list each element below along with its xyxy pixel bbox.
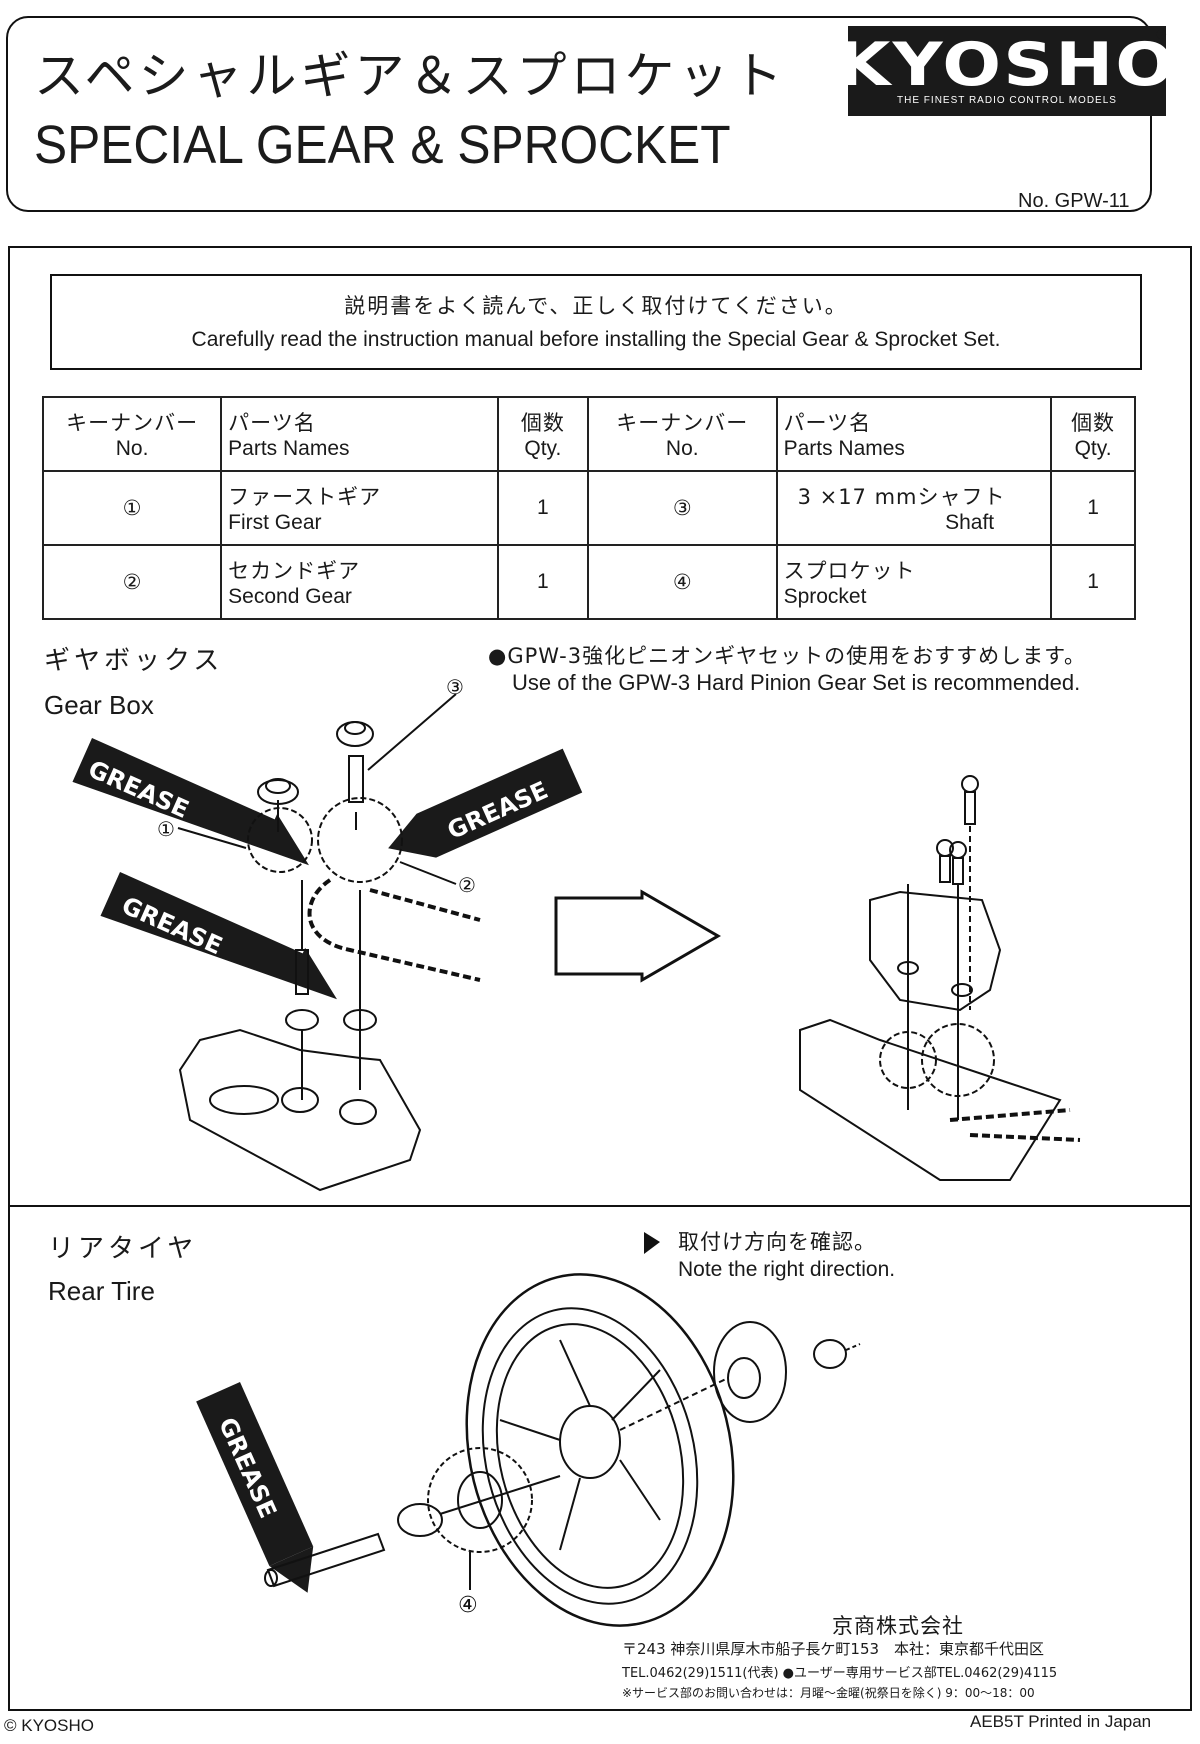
gearbox-cover <box>869 890 1002 1012</box>
axle <box>266 1532 386 1588</box>
bushing <box>397 1503 443 1537</box>
grease-brush-icon: GREASE <box>196 1382 314 1593</box>
company-telephone: TEL.0462(29)1511(代表) ●ユーザー専用サービス部TEL.046… <box>622 1666 1058 1681</box>
part-number: ④ <box>586 544 778 620</box>
notice-english: Carefully read the instruction manual be… <box>191 328 1001 351</box>
right-arrow-icon <box>554 889 721 983</box>
callout-2: ② <box>458 873 476 897</box>
kyosho-logo: KYOSHO THE FINEST RADIO CONTROL MODELS <box>837 26 1174 116</box>
direction-note-japanese: 取付け方向を確認。 <box>678 1230 876 1254</box>
assembled-gearbox-diagram <box>799 775 1081 1181</box>
chain <box>369 888 481 922</box>
sprocket <box>427 1447 533 1553</box>
document-number: No. GPW-11 <box>1018 190 1130 212</box>
grease-brush-icon: GREASE <box>388 748 583 858</box>
notice-box: 説明書をよく読んで、正しく取付けてください。 Carefully read th… <box>50 274 1142 370</box>
recommendation-english: Use of the GPW-3 Hard Pinion Gear Set is… <box>512 670 1081 695</box>
registered-mark: ® <box>1156 26 1167 42</box>
callout-1: ① <box>157 817 175 841</box>
gearbox-title-japanese: ギヤボックス <box>44 646 224 676</box>
direction-arrow-icon <box>644 1232 660 1254</box>
notice-japanese: 説明書をよく読んで、正しく取付けてください。 <box>344 294 848 318</box>
title-japanese: スペシャルギア＆スプロケット <box>34 47 787 105</box>
reartire-title-japanese: リアタイヤ <box>48 1234 198 1264</box>
main-frame <box>8 246 1192 1711</box>
callout-3: ③ <box>446 675 464 699</box>
wheel-hub <box>559 1405 621 1479</box>
callout-4: ④ <box>458 1593 478 1618</box>
copyright: © KYOSHO <box>4 1716 94 1735</box>
first-gear <box>247 807 313 873</box>
wheel-flange <box>713 1321 787 1423</box>
gearbox-housing <box>178 1028 422 1192</box>
grease-brush-icon: GREASE <box>100 872 337 1000</box>
second-gear <box>317 797 403 883</box>
section-divider <box>8 1205 1192 1207</box>
direction-note-english: Note the right direction. <box>678 1258 896 1281</box>
part-qty: 1 <box>1050 470 1136 546</box>
recommendation-japanese: ●GPW-3強化ピニオンギヤセットの使用をおすすめします。 <box>488 644 1087 668</box>
part-qty: 1 <box>496 470 589 546</box>
part-number: ① <box>41 470 223 546</box>
shaft <box>348 755 364 803</box>
title-english: SPECIAL GEAR & SPROCKET <box>34 115 731 175</box>
print-info: AEB5T Printed in Japan <box>970 1712 1152 1731</box>
company-address: 〒243 神奈川県厚木市船子長ケ町153 本社：東京都千代田区 <box>622 1640 1045 1658</box>
part-number: ② <box>41 544 223 620</box>
gearbox-base <box>799 1018 1062 1181</box>
part-qty: 1 <box>496 544 589 620</box>
reartire-title-english: Rear Tire <box>48 1276 155 1306</box>
company-name: 京商株式会社 <box>832 1614 964 1638</box>
service-hours: ※サービス部のお問い合わせは：月曜〜金曜(祝祭日を除く) 9：00〜18：00 <box>622 1686 1035 1700</box>
chain <box>307 878 481 982</box>
logo-wordmark: KYOSHO <box>837 29 1177 100</box>
part-qty: 1 <box>1050 544 1136 620</box>
gearbox-title-english: Gear Box <box>44 690 154 720</box>
tire <box>465 1273 735 1627</box>
logo-tagline: THE FINEST RADIO CONTROL MODELS <box>897 94 1117 106</box>
rear-tire-diagram <box>264 1273 861 1627</box>
bearing <box>813 1339 847 1369</box>
part-number: ③ <box>586 470 778 546</box>
wheel-rim <box>481 1307 699 1605</box>
